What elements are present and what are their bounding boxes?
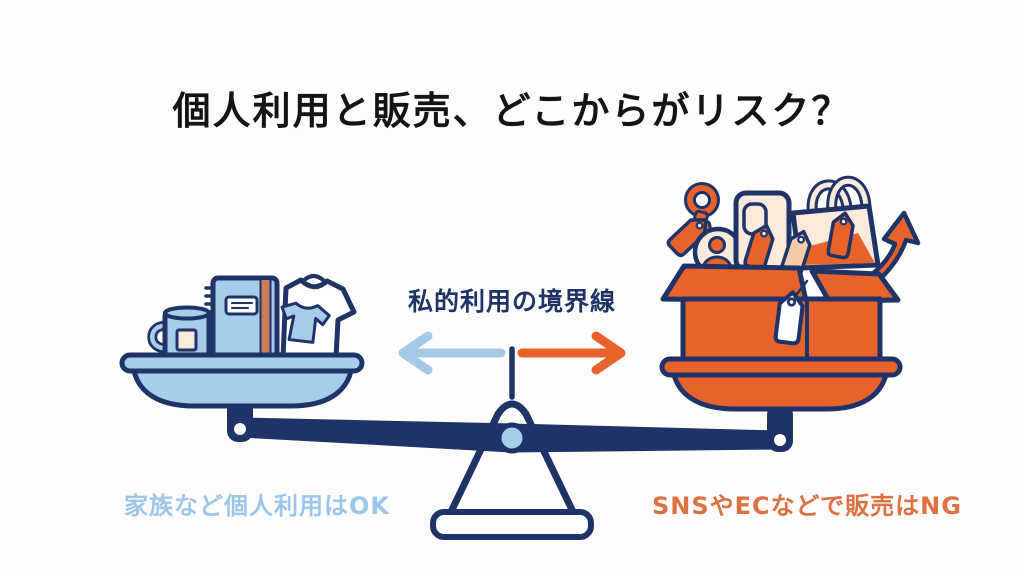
right-pan-bowl (671, 372, 889, 412)
boundary-label: 私的利用の境界線 (407, 287, 616, 316)
tshirt-icon (280, 274, 357, 360)
right-arrow-icon (517, 331, 626, 375)
right-caption: SNSやECなどで販売はNG (652, 492, 962, 520)
balance-beam (238, 417, 782, 454)
right-pan (659, 175, 921, 452)
left-pan-bowl (131, 368, 354, 409)
price-tag-icon (666, 218, 708, 258)
white-price-tag-icon (773, 290, 805, 346)
mug-icon (147, 305, 212, 360)
left-caption: 家族など個人利用はOK (124, 492, 390, 520)
fulcrum (430, 400, 594, 540)
left-arrow-icon (398, 331, 506, 375)
pivot-circle (496, 422, 528, 454)
right-pan-hanger-hole (774, 434, 786, 446)
left-pan-hanger-hole (234, 423, 246, 435)
page-title: 個人利用と販売、どこからがリスク？ (172, 89, 852, 133)
cardboard-box-icon (660, 263, 901, 364)
price-tag-icon (826, 211, 855, 260)
right-pan-hanger (767, 404, 793, 452)
left-pan (119, 274, 365, 442)
keychain-icon (666, 182, 720, 258)
notebook-icon (204, 275, 280, 361)
